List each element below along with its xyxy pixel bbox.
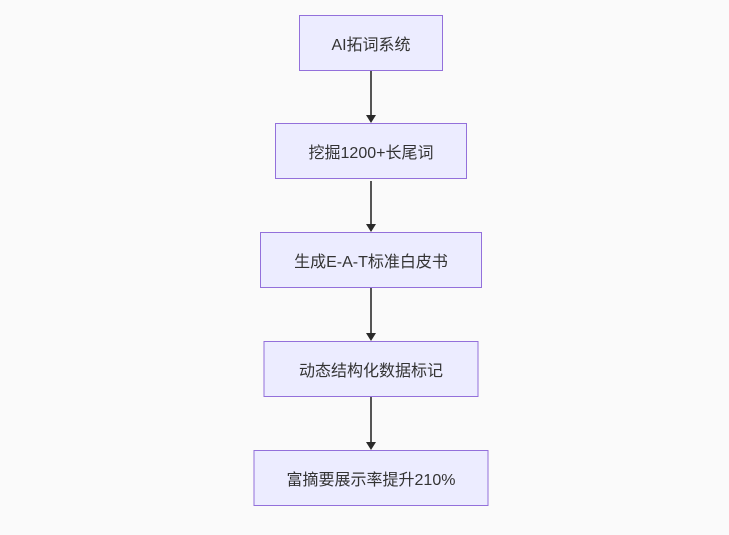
flow-node-label: 生成E-A-T标准白皮书 xyxy=(294,254,448,271)
arrow-head-down-icon xyxy=(366,333,376,341)
flow-node-label: 富摘要展示率提升210% xyxy=(286,472,456,489)
arrow-head-down-icon xyxy=(366,224,376,232)
arrow-head-down-icon xyxy=(366,115,376,123)
flow-node-label: AI拓词系统 xyxy=(331,37,411,54)
flow-node-structured-data-markup: 动态结构化数据标记 xyxy=(263,341,479,397)
flow-node-longtail-mining: 挖掘1200+长尾词 xyxy=(275,123,467,179)
flow-arrow-3 xyxy=(365,288,377,341)
arrow-head-down-icon xyxy=(366,442,376,450)
flow-arrow-4 xyxy=(365,397,377,450)
flow-arrow-2 xyxy=(365,181,377,232)
flow-node-ai-keyword-system: AI拓词系统 xyxy=(299,15,443,71)
flow-node-label: 挖掘1200+长尾词 xyxy=(308,145,434,162)
arrow-line xyxy=(370,397,372,442)
flow-node-eat-whitepaper: 生成E-A-T标准白皮书 xyxy=(260,232,482,288)
arrow-line xyxy=(370,181,372,224)
flow-node-rich-snippet-result: 富摘要展示率提升210% xyxy=(253,450,489,506)
arrow-line xyxy=(370,71,372,115)
flow-node-label: 动态结构化数据标记 xyxy=(298,363,443,380)
arrow-line xyxy=(370,288,372,333)
flow-arrow-1 xyxy=(365,71,377,123)
